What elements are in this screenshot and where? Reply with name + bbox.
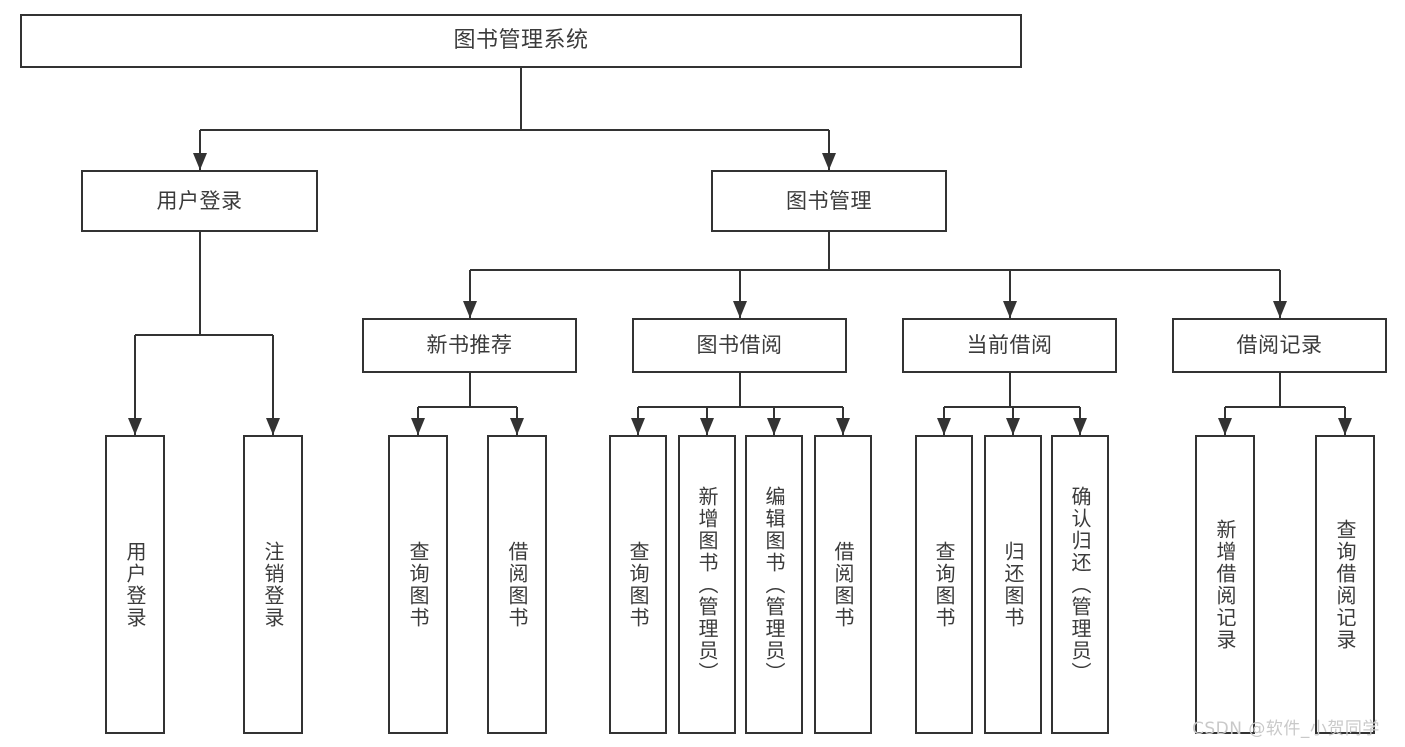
arrow-head-icon xyxy=(1006,418,1020,435)
connector-line xyxy=(199,129,829,131)
node-label: 确认归还（管理员） xyxy=(1068,485,1092,684)
arrow-head-icon xyxy=(937,418,951,435)
connector-line xyxy=(468,373,471,407)
arrow-head-icon xyxy=(700,418,714,435)
node-book-borrow[interactable]: 图书借阅 xyxy=(632,318,847,373)
arrow-head-icon xyxy=(631,418,645,435)
connector-line xyxy=(1225,406,1345,408)
leaf-query-book-current[interactable]: 查询图书 xyxy=(915,435,973,734)
node-user-login[interactable]: 用户登录 xyxy=(81,170,318,232)
node-label: 用户登录 xyxy=(123,540,147,629)
connector-line xyxy=(469,269,1280,271)
node-label: 当前借阅 xyxy=(966,333,1053,358)
connector-line xyxy=(738,270,741,318)
arrow-head-icon xyxy=(1218,418,1232,435)
node-label: 新书推荐 xyxy=(426,333,513,358)
connector-line xyxy=(638,406,843,408)
leaf-logout[interactable]: 注销登录 xyxy=(243,435,303,734)
node-label: 图书借阅 xyxy=(696,333,783,358)
arrow-head-icon xyxy=(1272,301,1287,318)
connector-line xyxy=(1008,373,1011,407)
node-book-management[interactable]: 图书管理 xyxy=(711,170,947,232)
connector-line xyxy=(198,130,201,170)
leaf-user-login[interactable]: 用户登录 xyxy=(105,435,165,734)
node-root-system[interactable]: 图书管理系统 xyxy=(20,14,1022,68)
node-label: 借阅图书 xyxy=(505,540,529,629)
node-label: 借阅记录 xyxy=(1236,333,1323,358)
arrow-head-icon xyxy=(732,301,747,318)
arrow-head-icon xyxy=(128,418,142,435)
arrow-head-icon xyxy=(1073,418,1087,435)
arrow-head-icon xyxy=(462,301,477,318)
node-label: 归还图书 xyxy=(1001,540,1025,629)
connector-line xyxy=(520,68,522,130)
arrow-head-icon xyxy=(266,418,280,435)
node-borrow-record[interactable]: 借阅记录 xyxy=(1172,318,1387,373)
leaf-confirm-return-admin[interactable]: 确认归还（管理员） xyxy=(1051,435,1109,734)
connector-line xyxy=(468,270,471,318)
connector-line xyxy=(1278,270,1281,318)
arrow-head-icon xyxy=(510,418,524,435)
watermark-text: CSDN @软件_小贺同学 xyxy=(1192,719,1380,739)
connector-line xyxy=(418,406,517,408)
arrow-head-icon xyxy=(1002,301,1017,318)
node-label: 新增借阅记录 xyxy=(1213,518,1237,651)
connector-line xyxy=(198,232,201,335)
leaf-return-book[interactable]: 归还图书 xyxy=(984,435,1042,734)
node-label: 注销登录 xyxy=(261,540,285,629)
arrow-head-icon xyxy=(767,418,781,435)
node-label: 查询图书 xyxy=(626,540,650,629)
node-current-borrow[interactable]: 当前借阅 xyxy=(902,318,1117,373)
leaf-query-book-recommend[interactable]: 查询图书 xyxy=(388,435,448,734)
leaf-borrow-book-recommend[interactable]: 借阅图书 xyxy=(487,435,547,734)
node-label: 新增图书（管理员） xyxy=(695,485,719,684)
leaf-borrow-book[interactable]: 借阅图书 xyxy=(814,435,872,734)
node-label: 编辑图书（管理员） xyxy=(762,485,786,684)
leaf-edit-book-admin[interactable]: 编辑图书（管理员） xyxy=(745,435,803,734)
leaf-add-borrow-record[interactable]: 新增借阅记录 xyxy=(1195,435,1255,734)
connector-line xyxy=(738,373,741,407)
arrow-head-icon xyxy=(411,418,425,435)
connector-line xyxy=(1278,373,1281,407)
leaf-query-book-borrow[interactable]: 查询图书 xyxy=(609,435,667,734)
connector-line xyxy=(828,130,830,170)
leaf-query-borrow-record[interactable]: 查询借阅记录 xyxy=(1315,435,1375,734)
node-label: 用户登录 xyxy=(156,188,243,213)
node-label: 查询图书 xyxy=(932,540,956,629)
node-label: 图书管理系统 xyxy=(453,28,589,54)
arrow-head-icon xyxy=(822,153,836,170)
connector-line xyxy=(135,334,273,336)
connector-line xyxy=(272,335,274,435)
connector-line xyxy=(134,335,136,435)
arrow-head-icon xyxy=(836,418,850,435)
node-label: 图书管理 xyxy=(786,188,872,213)
node-label: 借阅图书 xyxy=(831,540,855,629)
leaf-add-book-admin[interactable]: 新增图书（管理员） xyxy=(678,435,736,734)
arrow-head-icon xyxy=(192,153,207,170)
node-new-book-recommend[interactable]: 新书推荐 xyxy=(362,318,577,373)
connector-line xyxy=(1008,270,1011,318)
arrow-head-icon xyxy=(1338,418,1352,435)
connector-line xyxy=(828,232,830,270)
node-label: 查询图书 xyxy=(406,540,430,629)
node-label: 查询借阅记录 xyxy=(1333,518,1357,651)
